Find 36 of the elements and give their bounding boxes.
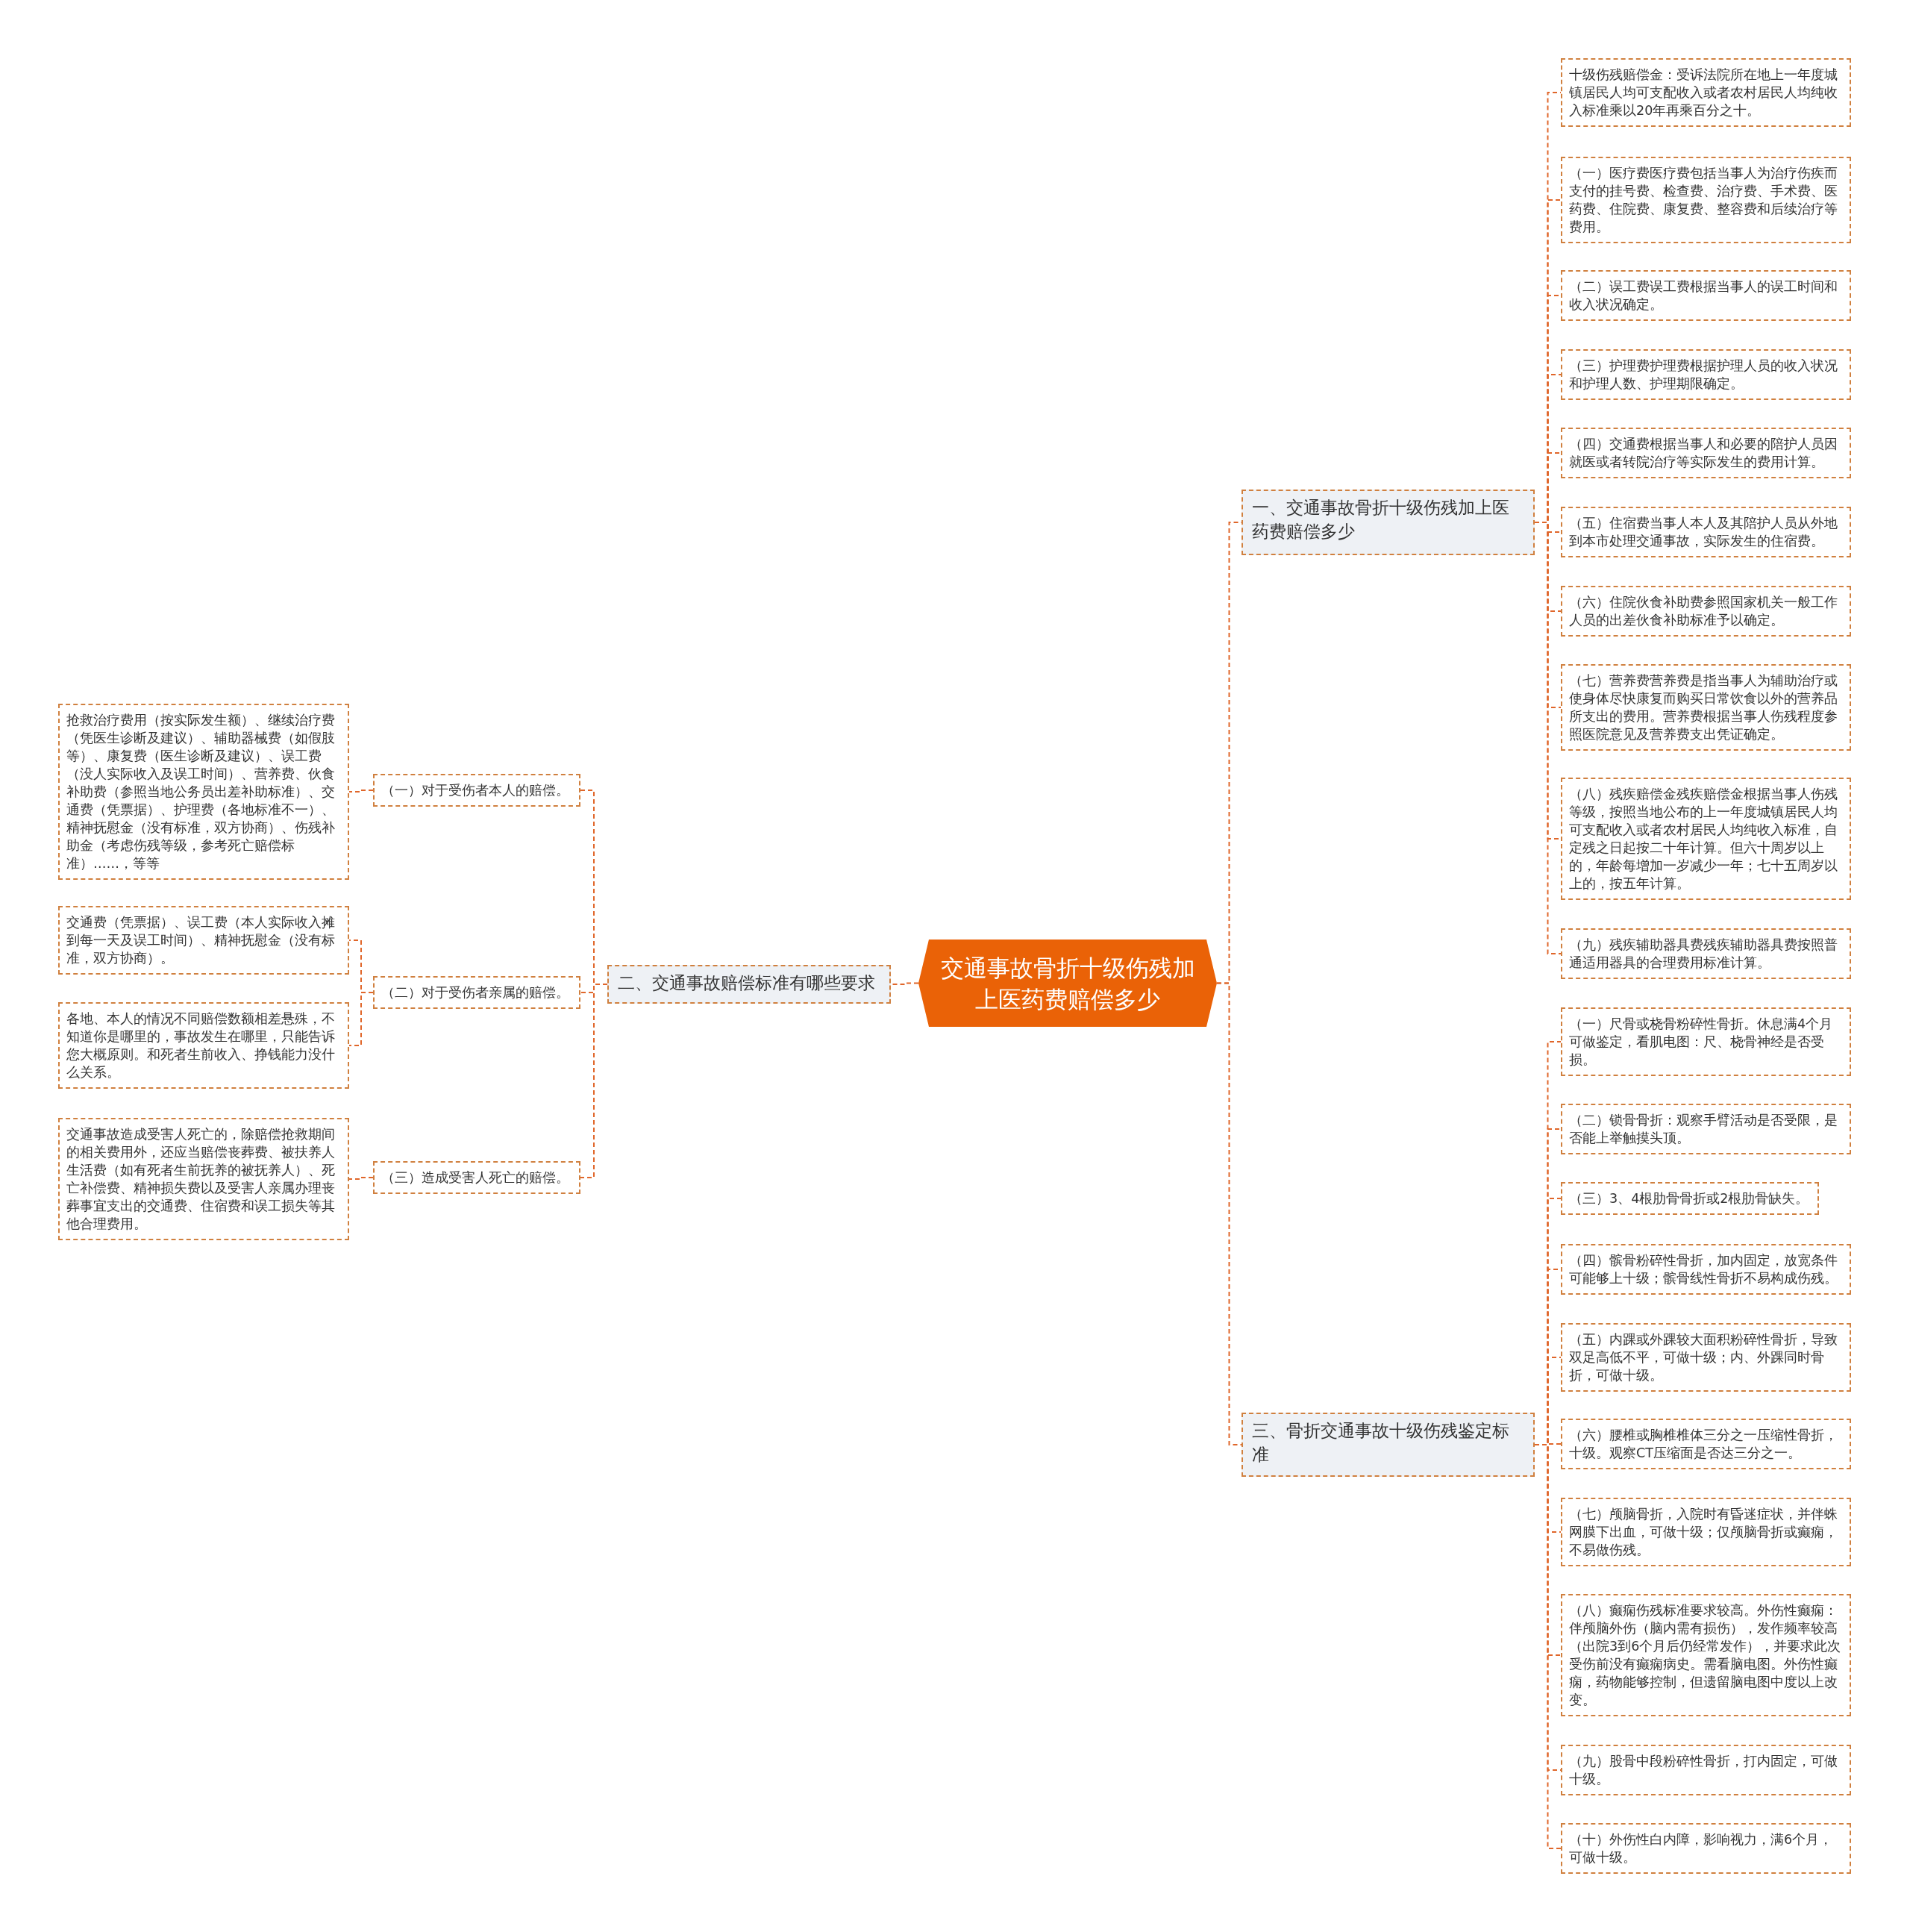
topic-hexagon: 交通事故骨折十级伤残加上医药费赔偿多少 xyxy=(918,940,1217,1027)
note-box: 交通事故造成受害人死亡的，除赔偿抢救期间的相关费用外，还应当赔偿丧葬费、被扶养人生活费（如有死者生前抚养的被抚养人）、死亡补偿费、精神损失费以及受害人亲属办理丧葬事宜支出的交通费、住宿费和误工损失等其他合理费用。 xyxy=(58,1118,349,1240)
topic-box: 一、交通事故骨折十级伤残加上医药费赔偿多少 xyxy=(1242,490,1535,555)
note-box: （三）造成受害人死亡的赔偿。 xyxy=(373,1161,580,1194)
note-box: 交通费（凭票据）、误工费（本人实际收入摊到每一天及误工时间）、精神抚慰金（没有标准，双方协商）。 xyxy=(58,906,349,975)
note-box: （五）住宿费当事人本人及其陪护人员从外地到本市处理交通事故，实际发生的住宿费。 xyxy=(1561,507,1851,557)
note-box: （八）癫痫伤残标准要求较高。外伤性癫痫：伴颅脑外伤（脑内需有损伤），发作频率较高（出院3到6个月后仍经常发作），并要求此次受伤前没有癫痫病史。需看脑电图。外伤性癫痫，药物能够控制，但遗留脑电图中度以上改变。 xyxy=(1561,1594,1851,1716)
connector-line xyxy=(348,992,374,1046)
note-box: （五）内踝或外踝较大面积粉碎性骨折，导致双足高低不平，可做十级；内、外踝同时骨折，可做十级。 xyxy=(1561,1323,1851,1392)
note-box: （七）营养费营养费是指当事人为辅助治疗或使身体尽快康复而购买日常饮食以外的营养品所支出的费用。营养费根据当事人伤残程度参照医院意见及营养费支出凭证确定。 xyxy=(1561,664,1851,751)
note-box: （三）3、4根肋骨骨折或2根肋骨缺失。 xyxy=(1561,1182,1819,1215)
note-box: （二）锁骨骨折：观察手臂活动是否受限，是否能上举触摸头顶。 xyxy=(1561,1104,1851,1154)
topic-box: 三、骨折交通事故十级伤残鉴定标准 xyxy=(1242,1413,1535,1477)
connector-line xyxy=(348,1177,374,1180)
note-box: （一）尺骨或桡骨粉碎性骨折。休息满4个月可做鉴定，看肌电图：尺、桡骨神经是否受损。 xyxy=(1561,1007,1851,1076)
connector-line xyxy=(580,984,608,1178)
note-box: （十）外伤性白内障，影响视力，满6个月，可做十级。 xyxy=(1561,1823,1851,1874)
note-box: 抢救治疗费用（按实际发生额）、继续治疗费（凭医生诊断及建议）、辅助器械费（如假肢等）、康复费（医生诊断及建议）、误工费（没人实际收入及误工时间）、营养费、伙食补助费（参照当地公务员出差补助标准）、交通费（凭票据）、护理费（各地标准不一）、精神抚慰金（没有标准，双方协商）、伤残补助金（考虑伤残等级，参考死亡赔偿标准）……，等等 xyxy=(58,704,349,880)
note-box: （六）住院伙食补助费参照国家机关一般工作人员的出差伙食补助标准予以确定。 xyxy=(1561,586,1851,637)
note-box: （三）护理费护理费根据护理人员的收入状况和护理人数、护理期限确定。 xyxy=(1561,349,1851,400)
note-box: （八）残疾赔偿金残疾赔偿金根据当事人伤残等级，按照当地公布的上一年度城镇居民人均可支配收入或者农村居民人均纯收入标准，自定残之日起按二十年计算。但六十周岁以上的，年龄每增加一岁减少一年；七十五周岁以上的，按五年计算。 xyxy=(1561,778,1851,900)
note-box: （一）医疗费医疗费包括当事人为治疗伤疾而支付的挂号费、检查费、治疗费、手术费、医药费、住院费、康复费、整容费和后续治疗等费用。 xyxy=(1561,157,1851,243)
note-box: （七）颅脑骨折，入院时有昏迷症状，并伴蛛网膜下出血，可做十级；仅颅脑骨折或癫痫，不易做伤残。 xyxy=(1561,1498,1851,1566)
note-box: 各地、本人的情况不同赔偿数额相差悬殊，不知道你是哪里的，事故发生在哪里，只能告诉您大概原则。和死者生前收入、挣钱能力没什么关系。 xyxy=(58,1002,349,1089)
note-box: （一）对于受伤者本人的赔偿。 xyxy=(373,774,580,807)
note-box: （二）误工费误工费根据当事人的误工时间和收入状况确定。 xyxy=(1561,270,1851,321)
connector-line xyxy=(1216,982,1242,1445)
note-box: （九）股骨中段粉碎性骨折，打内固定，可做十级。 xyxy=(1561,1745,1851,1795)
note-box: 十级伤残赔偿金：受诉法院所在地上一年度城镇居民人均可支配收入或者农村居民人均纯收入标准乘以20年再乘百分之十。 xyxy=(1561,58,1851,127)
note-box: （二）对于受伤者亲属的赔偿。 xyxy=(373,976,580,1009)
topic-box: 二、交通事故赔偿标准有哪些要求 xyxy=(607,965,891,1004)
note-box: （四）髌骨粉碎性骨折，加内固定，放宽条件可能够上十级；髌骨线性骨折不易构成伤残。 xyxy=(1561,1244,1851,1295)
connector-line xyxy=(348,790,374,793)
note-box: （六）腰椎或胸椎椎体三分之一压缩性骨折，十级。观察CT压缩面是否达三分之一。 xyxy=(1561,1419,1851,1469)
note-box: （九）残疾辅助器具费残疾辅助器具费按照普通适用器具的合理费用标准计算。 xyxy=(1561,928,1851,979)
note-box: （四）交通费根据当事人和必要的陪护人员因就医或者转院治疗等实际发生的费用计算。 xyxy=(1561,428,1851,478)
